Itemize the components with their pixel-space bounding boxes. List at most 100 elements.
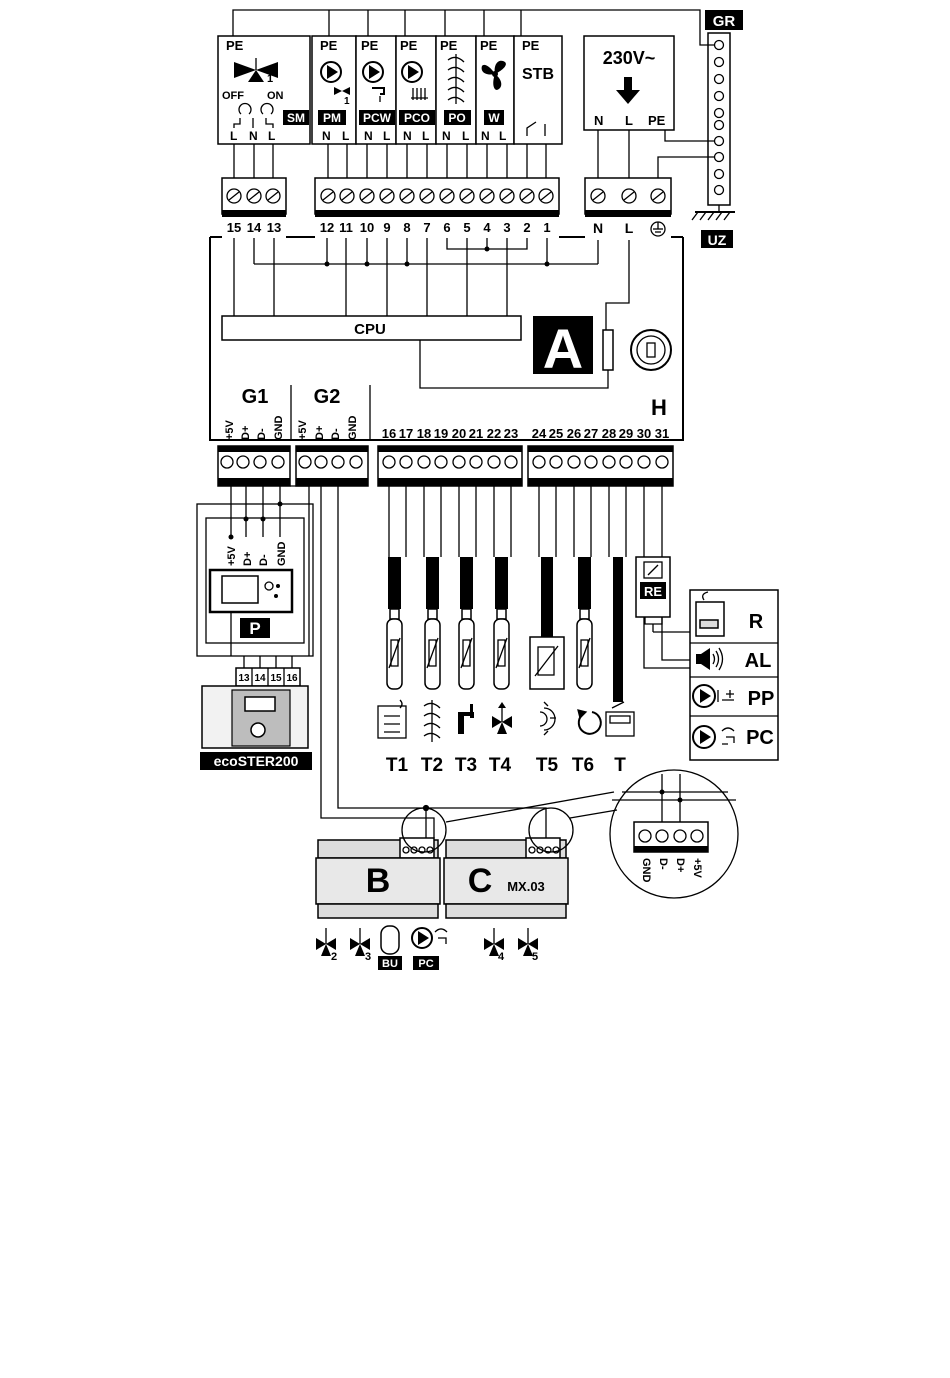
terminal-block-sensors [377, 445, 523, 487]
pump-pm: 1 PM N L [318, 61, 350, 143]
pe-label-w: PE [480, 38, 498, 53]
svg-text:1: 1 [344, 96, 350, 107]
g1-pin-labels: +5V D+ D- GND [224, 416, 285, 441]
ground-strip-bottom-label: UZ [708, 232, 727, 248]
junction-dots [324, 246, 550, 267]
svg-text:16: 16 [382, 426, 396, 441]
valve-3: 3 [350, 928, 371, 963]
svg-text:GND: GND [347, 416, 359, 441]
sensor-probe-t1 [386, 557, 403, 690]
pe-bus-lines [232, 9, 714, 178]
auger-icon [447, 54, 465, 104]
svg-text:26: 26 [567, 426, 581, 441]
svg-text:T4: T4 [489, 755, 512, 776]
svg-text:L: L [268, 129, 275, 143]
sensor-probe-t5 [529, 557, 565, 690]
svg-text:25: 25 [549, 426, 563, 441]
terminal-block-power [584, 177, 672, 217]
svg-text:15: 15 [270, 673, 282, 684]
bottom-devices: 2 3 BU PC 4 [316, 925, 538, 970]
outdoor-sensor-icon [539, 701, 556, 736]
buffer-bu: BU [378, 925, 402, 970]
pe-label-pcw: PE [361, 38, 379, 53]
panel-p-wiring [196, 485, 314, 668]
svg-text:GND: GND [273, 416, 285, 441]
svg-text:D+: D+ [242, 552, 254, 566]
ecoster-label: ecoSTER200 [214, 753, 299, 769]
svg-text:14: 14 [247, 220, 262, 235]
fan-icon [481, 60, 506, 90]
switch-icon [526, 121, 537, 136]
pe-label-stb: PE [522, 38, 540, 53]
svg-text:L: L [625, 220, 634, 236]
circulation-pump-icon [692, 725, 735, 749]
svg-text:8: 8 [403, 220, 410, 235]
arrow-down-icon [616, 90, 640, 104]
pump-pcw: PCW N L [359, 61, 395, 143]
feeder-auger-icon [423, 700, 441, 742]
valve-icon [234, 62, 256, 78]
rotate-left-icon [238, 102, 252, 115]
feeder-po: PO N L [442, 54, 471, 143]
svg-text:1: 1 [543, 220, 550, 235]
fuse-holder-icon [630, 329, 672, 371]
pump-pc: PC [411, 927, 448, 970]
bus-dots-g1 [228, 501, 283, 540]
pe-label-pm: PE [320, 38, 338, 53]
ground-icon [650, 221, 666, 237]
module-b-label: B [366, 862, 391, 900]
svg-text:N: N [594, 113, 603, 128]
svg-text:D+: D+ [674, 858, 686, 872]
svg-text:16: 16 [286, 673, 298, 684]
svg-text:29: 29 [619, 426, 633, 441]
svg-text:D-: D- [330, 428, 342, 440]
output-r-label: R [749, 611, 764, 633]
module-a-label: A [543, 317, 583, 380]
svg-text:5: 5 [463, 220, 470, 235]
svg-text:1: 1 [267, 73, 273, 85]
svg-text:17: 17 [399, 426, 413, 441]
svg-text:2: 2 [331, 951, 337, 963]
fan-w: W N L [481, 60, 506, 143]
ground-strip-top-label: GR [713, 13, 736, 30]
alarm-speaker-icon [696, 647, 724, 671]
g2-pin-labels: +5V D+ D- GND [297, 416, 359, 441]
svg-text:N: N [442, 129, 451, 143]
svg-text:N: N [364, 129, 373, 143]
mains-230v: 230V~ N L PE [594, 48, 666, 128]
controller-board [209, 236, 684, 441]
tap-water-icon [458, 704, 474, 734]
lower-terminal-numbers: 16 17 18 19 20 21 22 23 24 25 26 27 28 2… [382, 426, 669, 441]
sm-badge: SM [287, 111, 305, 125]
svg-text:3: 3 [503, 220, 510, 235]
svg-text:D-: D- [256, 428, 268, 440]
svg-text:30: 30 [637, 426, 651, 441]
module-c-model: MX.03 [507, 879, 545, 894]
terminal-block-outputs [527, 445, 674, 487]
svg-text:15: 15 [227, 220, 241, 235]
mixing-valve-icon [492, 702, 512, 734]
svg-text:+5V: +5V [226, 545, 238, 566]
svg-text:PE: PE [648, 113, 666, 128]
sm-on-label: ON [267, 90, 284, 102]
svg-text:T6: T6 [572, 755, 594, 776]
svg-text:11: 11 [339, 220, 353, 235]
relay-label: RE [644, 584, 662, 599]
valve-5: 5 [518, 928, 538, 963]
output-al: AL [696, 647, 771, 672]
w-badge: W [488, 111, 500, 125]
pe-label-sm: PE [226, 38, 244, 53]
sensor-icons [377, 699, 635, 742]
svg-text:20: 20 [452, 426, 466, 441]
output-pp: PP [692, 684, 774, 710]
circulation-icon [577, 709, 602, 735]
sensor-cables [388, 486, 627, 557]
svg-text:T2: T2 [421, 755, 443, 776]
po-badge: PO [448, 111, 465, 125]
svg-text:N: N [322, 129, 331, 143]
svg-text:23: 23 [504, 426, 518, 441]
fuse [602, 329, 672, 371]
svg-text:9: 9 [383, 220, 390, 235]
terminal-block-top-left [221, 177, 287, 217]
stb-thermostat: STB [522, 66, 554, 136]
